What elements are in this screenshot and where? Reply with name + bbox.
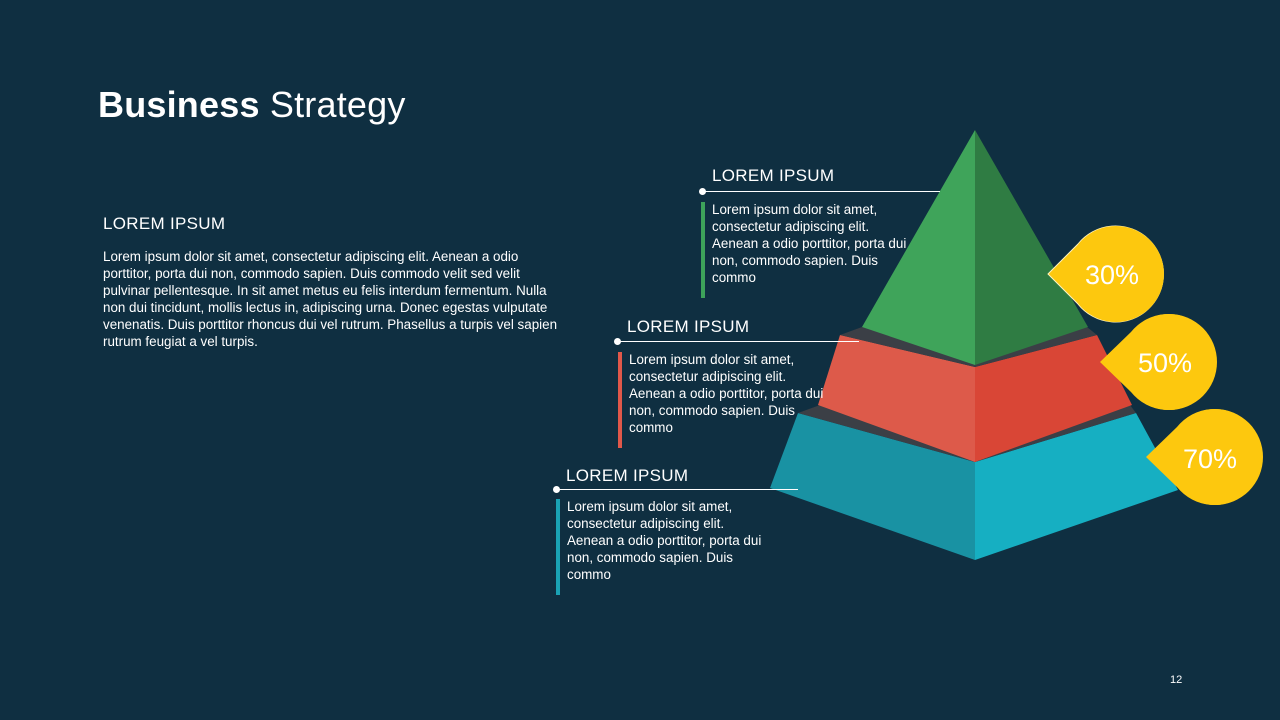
- intro-body: Lorem ipsum dolor sit amet, consectetur …: [103, 249, 558, 349]
- percent-badge-70: 70%: [1146, 409, 1263, 505]
- callout-bottom-line: [556, 489, 798, 490]
- pyramid-tier-bottom-right: [975, 413, 1178, 560]
- callout-bottom-heading: LOREM IPSUM: [566, 466, 689, 485]
- page-number: 12: [1170, 674, 1183, 686]
- callout-middle-bar: [618, 352, 622, 448]
- title-bold: Business: [98, 84, 260, 125]
- percent-badge-50: 50%: [1100, 314, 1217, 410]
- intro-heading: LOREM IPSUM: [103, 214, 226, 233]
- pyramid-tier-top-right: [975, 130, 1088, 365]
- page-title: Business Strategy: [98, 84, 406, 126]
- percent-label-50: 50%: [1138, 348, 1192, 378]
- callout-top-bar: [701, 202, 705, 298]
- callout-bottom-body: Lorem ipsum dolor sit amet, consectetur …: [567, 499, 762, 582]
- percent-badge-30: 30%: [1047, 225, 1164, 323]
- intro-section: LOREM IPSUM Lorem ipsum dolor sit amet, …: [103, 214, 558, 350]
- pyramid-tier-middle-right: [975, 335, 1132, 462]
- percent-label-70: 70%: [1183, 444, 1237, 474]
- pyramid-tier-bottom-left: [770, 413, 975, 560]
- callout-bottom-bar: [556, 499, 560, 595]
- title-light: Strategy: [269, 84, 406, 125]
- callout-middle-body: Lorem ipsum dolor sit amet, consectetur …: [629, 352, 824, 435]
- callout-middle-heading: LOREM IPSUM: [627, 317, 750, 336]
- callout-middle-line: [617, 341, 859, 342]
- pyramid-tier-top-left: [862, 130, 975, 365]
- callout-top-body: Lorem ipsum dolor sit amet, consectetur …: [712, 202, 907, 285]
- pyramid-tier-middle-left: [818, 335, 975, 462]
- callout-top-heading: LOREM IPSUM: [712, 166, 835, 185]
- callout-top-line: [702, 191, 940, 192]
- percent-label-30: 30%: [1085, 260, 1139, 290]
